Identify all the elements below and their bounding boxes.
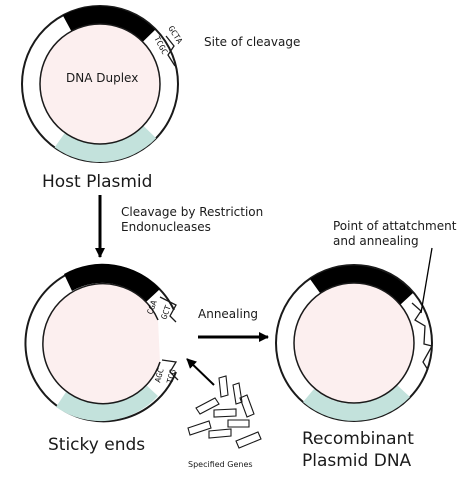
recombinant-label-line1: Recombinant	[302, 429, 414, 449]
cleaved-plasmid: CGA GCT AGC TCG	[24, 263, 179, 423]
cleavage-label-line1: Cleavage by Restriction	[121, 205, 263, 219]
gene-fragment	[218, 375, 229, 398]
genes-arrow	[186, 358, 215, 386]
gene-fragment	[208, 428, 232, 439]
sticky-end-upper	[159, 296, 177, 323]
host-plasmid-inner	[39, 23, 161, 145]
gene-fragment	[187, 420, 212, 436]
host-plasmid-label: Host Plasmid	[42, 172, 152, 192]
specified-genes-fragments	[187, 375, 262, 449]
cleaved-dark-segment	[64, 263, 160, 302]
top-strand-sequence: GCTA	[166, 24, 184, 45]
gene-fragment	[227, 419, 250, 428]
recombinant-teal-segment	[303, 385, 410, 421]
gene-fragment	[213, 408, 237, 418]
cleaved-inner	[42, 282, 161, 405]
gene-fragment	[239, 394, 255, 418]
sticky-lower-seq-b: TCG	[165, 368, 177, 384]
sticky-lower-seq-a: AGC	[153, 367, 165, 383]
attachment-pointer	[420, 247, 433, 314]
sticky-end-lower	[161, 359, 179, 381]
cleaved-teal-segment	[56, 384, 158, 422]
gene-fragment	[235, 431, 262, 449]
sticky-ends-label: Sticky ends	[48, 435, 145, 455]
point-of-attachment-line1: Point of attatchment	[333, 219, 457, 233]
gene-fragment	[195, 397, 220, 415]
recombinant-dark-segment	[310, 265, 413, 305]
site-of-cleavage-label: Site of cleavage	[204, 35, 300, 49]
point-of-attachment-line2: and annealing	[333, 234, 419, 248]
inserted-gene-joint	[411, 302, 433, 371]
dna-duplex-label: DNA Duplex	[66, 71, 138, 85]
recombinant-label-line2: Plasmid DNA	[302, 451, 412, 471]
recombinant-inner	[293, 282, 415, 404]
cleavage-label-line2: Endonucleases	[121, 220, 211, 234]
host-plasmid: GCTA TCGC DNA Duplex	[21, 5, 184, 163]
specified-genes-label: Specified Genes	[188, 460, 253, 469]
recombinant-plasmid	[275, 264, 433, 422]
cleavage-site-marker	[165, 35, 176, 67]
annealing-label: Annealing	[198, 307, 258, 321]
